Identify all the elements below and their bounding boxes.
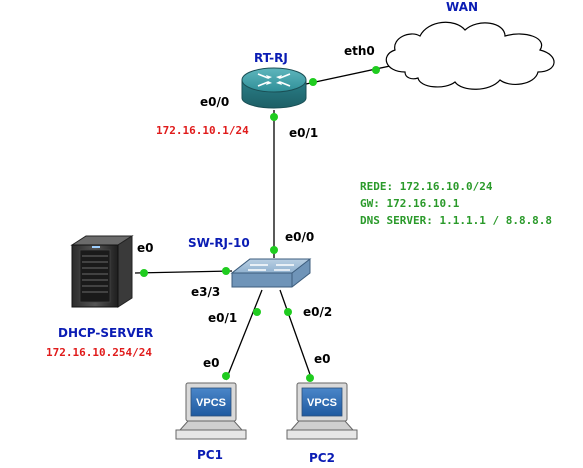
server-ip-label: 172.16.10.254/24 — [46, 346, 152, 359]
pc2-label: PC2 — [309, 451, 335, 465]
port-dot-server-e0[interactable] — [140, 269, 148, 277]
port-dot-switch-e00[interactable] — [270, 246, 278, 254]
pc1-label: PC1 — [197, 448, 223, 462]
port-dot-switch-e01[interactable] — [253, 308, 261, 316]
switch-e01-label: e0/1 — [208, 311, 238, 325]
link-server-switch[interactable] — [134, 270, 233, 274]
pc2-icon[interactable]: VPCS — [286, 382, 358, 440]
server-e0-label: e0 — [137, 241, 154, 255]
router-label: RT-RJ — [254, 51, 288, 65]
server-icon[interactable] — [70, 235, 134, 308]
port-dot-switch-e02[interactable] — [284, 308, 292, 316]
port-dot-router-eth0[interactable] — [309, 78, 317, 86]
switch-e00-label: e0/0 — [285, 230, 315, 244]
links — [134, 65, 391, 381]
network-info-line-subnet: REDE: 172.16.10.0/24 — [360, 180, 493, 193]
router-e00-label: e0/0 — [200, 95, 230, 109]
pc1-icon[interactable]: VPCS — [175, 382, 247, 440]
switch-e33-label: e3/3 — [191, 285, 221, 299]
router-icon[interactable] — [241, 67, 307, 109]
server-label: DHCP-SERVER — [58, 326, 154, 340]
link-switch-pc1[interactable] — [225, 289, 263, 381]
switch-label: SW-RJ-10 — [188, 236, 250, 250]
network-info-line-gateway: GW: 172.16.10.1 — [360, 197, 460, 210]
pc2-screen-text: VPCS — [307, 397, 337, 409]
switch-icon[interactable] — [230, 258, 312, 288]
port-dot-router-e01[interactable] — [270, 113, 278, 121]
link-switch-pc2[interactable] — [279, 289, 313, 381]
port-dot-switch-e33[interactable] — [222, 267, 230, 275]
router-eth0-label: eth0 — [344, 44, 375, 58]
wan-cloud[interactable] — [385, 21, 555, 90]
port-dot-wan[interactable] — [372, 66, 380, 74]
network-info: REDE: 172.16.10.0/24 GW: 172.16.10.1 DNS… — [360, 178, 552, 229]
wan-label: WAN — [446, 0, 479, 14]
router-ip-label: 172.16.10.1/24 — [156, 124, 249, 137]
port-dots — [140, 66, 380, 382]
router-e01-label: e0/1 — [289, 126, 319, 140]
pc1-screen-text: VPCS — [196, 397, 226, 409]
switch-e02-label: e0/2 — [303, 305, 333, 319]
network-info-line-dns: DNS SERVER: 1.1.1.1 / 8.8.8.8 — [360, 214, 553, 227]
port-dot-pc2-e0[interactable] — [306, 374, 314, 382]
pc2-e0-label: e0 — [314, 352, 331, 366]
pc1-e0-label: e0 — [203, 356, 220, 370]
port-dot-pc1-e0[interactable] — [222, 372, 230, 380]
